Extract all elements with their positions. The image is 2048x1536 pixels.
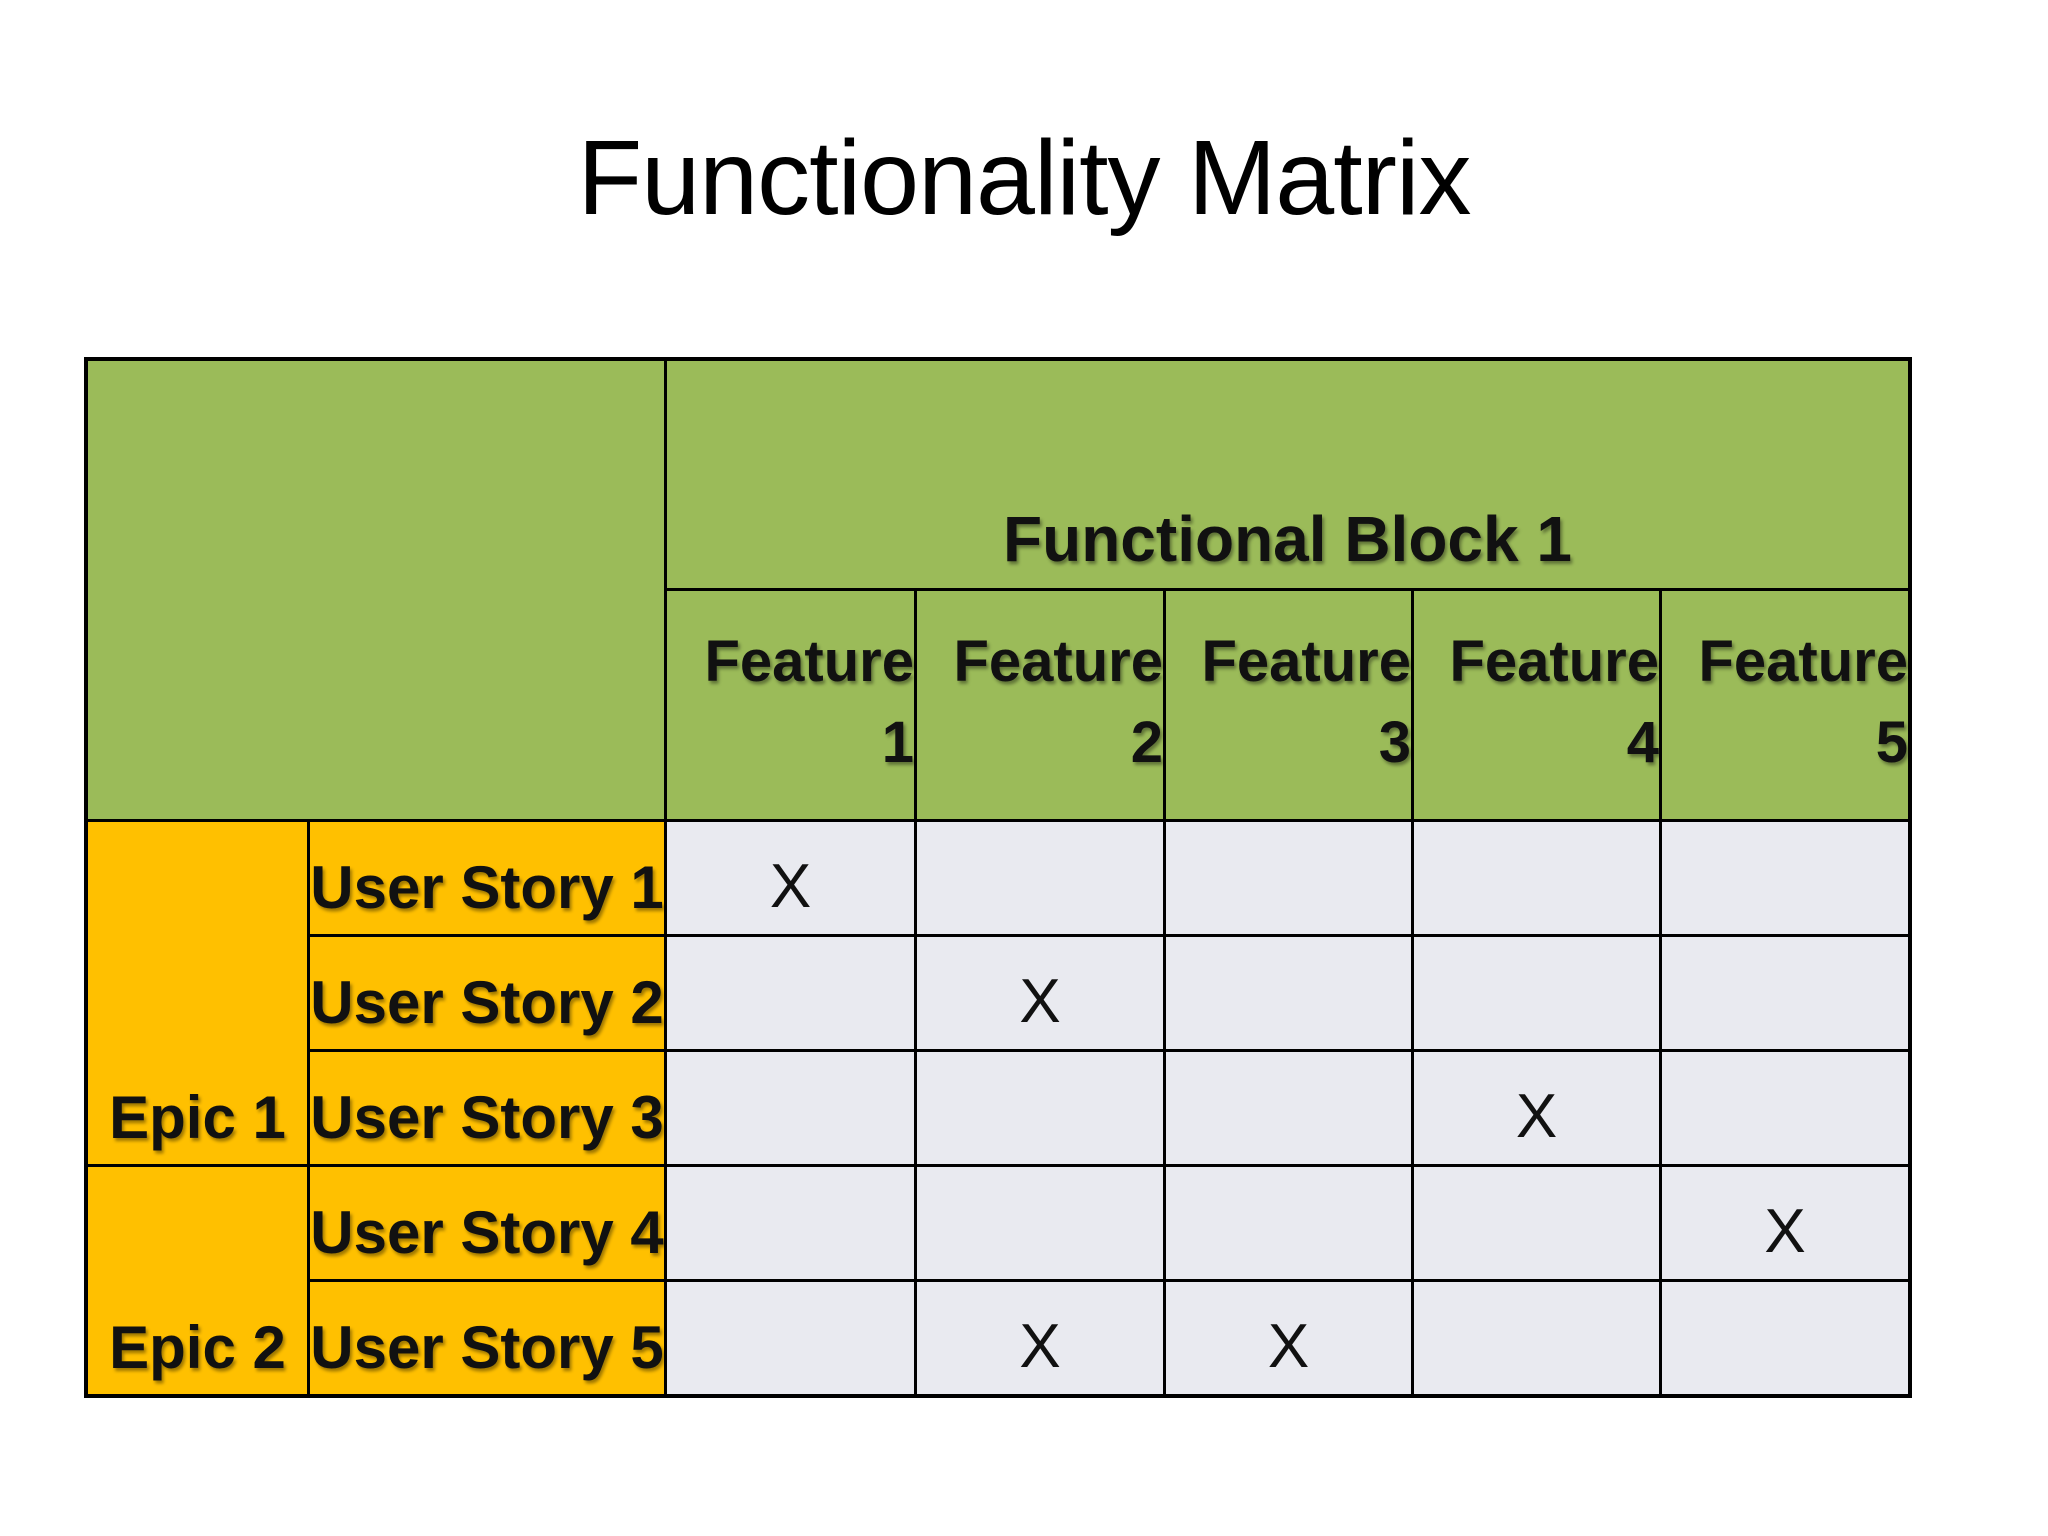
functional-block-label: Functional Block 1 — [1003, 503, 1572, 575]
matrix-cell-story3-feature1 — [667, 1052, 914, 1164]
user-story-2-cell: User Story 2 — [310, 937, 664, 1049]
matrix-cell-story4-feature5: X — [1662, 1167, 1908, 1279]
matrix-cell-story2-feature3 — [1166, 937, 1411, 1049]
feature-label-line1: Feature — [1201, 628, 1411, 694]
feature-label-line1: Feature — [953, 628, 1163, 694]
matrix-cell-story1-feature1: X — [667, 822, 914, 934]
matrix-cell-story1-feature3 — [1166, 822, 1411, 934]
matrix-cell-story2-feature5 — [1662, 937, 1908, 1049]
matrix-cell-story1-feature4 — [1414, 822, 1659, 934]
matrix-cell-story2-feature2: X — [917, 937, 1163, 1049]
feature-2-header-cell: Feature 2 — [917, 591, 1163, 819]
page-title: Functionality Matrix — [577, 119, 1471, 237]
feature-label-line1: Feature — [1449, 628, 1659, 694]
matrix-cell-story5-feature5 — [1662, 1282, 1908, 1394]
feature-label-line1: Feature — [704, 628, 914, 694]
feature-label-line2: 1 — [881, 710, 914, 775]
matrix-cell-story1-feature5 — [1662, 822, 1908, 934]
user-story-1-cell: User Story 1 — [310, 822, 664, 934]
matrix-cell-story3-feature2 — [917, 1052, 1163, 1164]
feature-3-header-cell: Feature 3 — [1166, 591, 1411, 819]
matrix-cell-story1-feature2 — [917, 822, 1163, 934]
user-story-5-cell: User Story 5 — [310, 1282, 664, 1394]
matrix-cell-story3-feature3 — [1166, 1052, 1411, 1164]
feature-1-header-cell: Feature 1 — [667, 591, 914, 819]
feature-label-line1: Feature — [1698, 628, 1908, 694]
corner-header-cell — [88, 361, 664, 819]
feature-4-header-cell: Feature 4 — [1414, 591, 1659, 819]
matrix-cell-story4-feature4 — [1414, 1167, 1659, 1279]
user-story-4-cell: User Story 4 — [310, 1167, 664, 1279]
matrix-cell-story2-feature1 — [667, 937, 914, 1049]
feature-label-line2: 3 — [1378, 710, 1411, 775]
matrix-cell-story4-feature2 — [917, 1167, 1163, 1279]
functional-block-header-cell: Functional Block 1 — [667, 361, 1908, 588]
feature-label-line2: 5 — [1875, 710, 1908, 775]
feature-label-line2: 2 — [1130, 710, 1163, 775]
matrix-cell-story3-feature5 — [1662, 1052, 1908, 1164]
matrix-cell-story2-feature4 — [1414, 937, 1659, 1049]
matrix-cell-story4-feature3 — [1166, 1167, 1411, 1279]
matrix-cell-story4-feature1 — [667, 1167, 914, 1279]
user-story-3-cell: User Story 3 — [310, 1052, 664, 1164]
feature-label-line2: 4 — [1626, 710, 1659, 775]
feature-5-header-cell: Feature 5 — [1662, 591, 1908, 819]
matrix-cell-story5-feature3: X — [1166, 1282, 1411, 1394]
matrix-cell-story5-feature4 — [1414, 1282, 1659, 1394]
matrix-cell-story5-feature1 — [667, 1282, 914, 1394]
matrix-cell-story3-feature4: X — [1414, 1052, 1659, 1164]
matrix-cell-story5-feature2: X — [917, 1282, 1163, 1394]
epic-1-cell: Epic 1 — [88, 822, 307, 1164]
epic-2-cell: Epic 2 — [88, 1167, 307, 1394]
